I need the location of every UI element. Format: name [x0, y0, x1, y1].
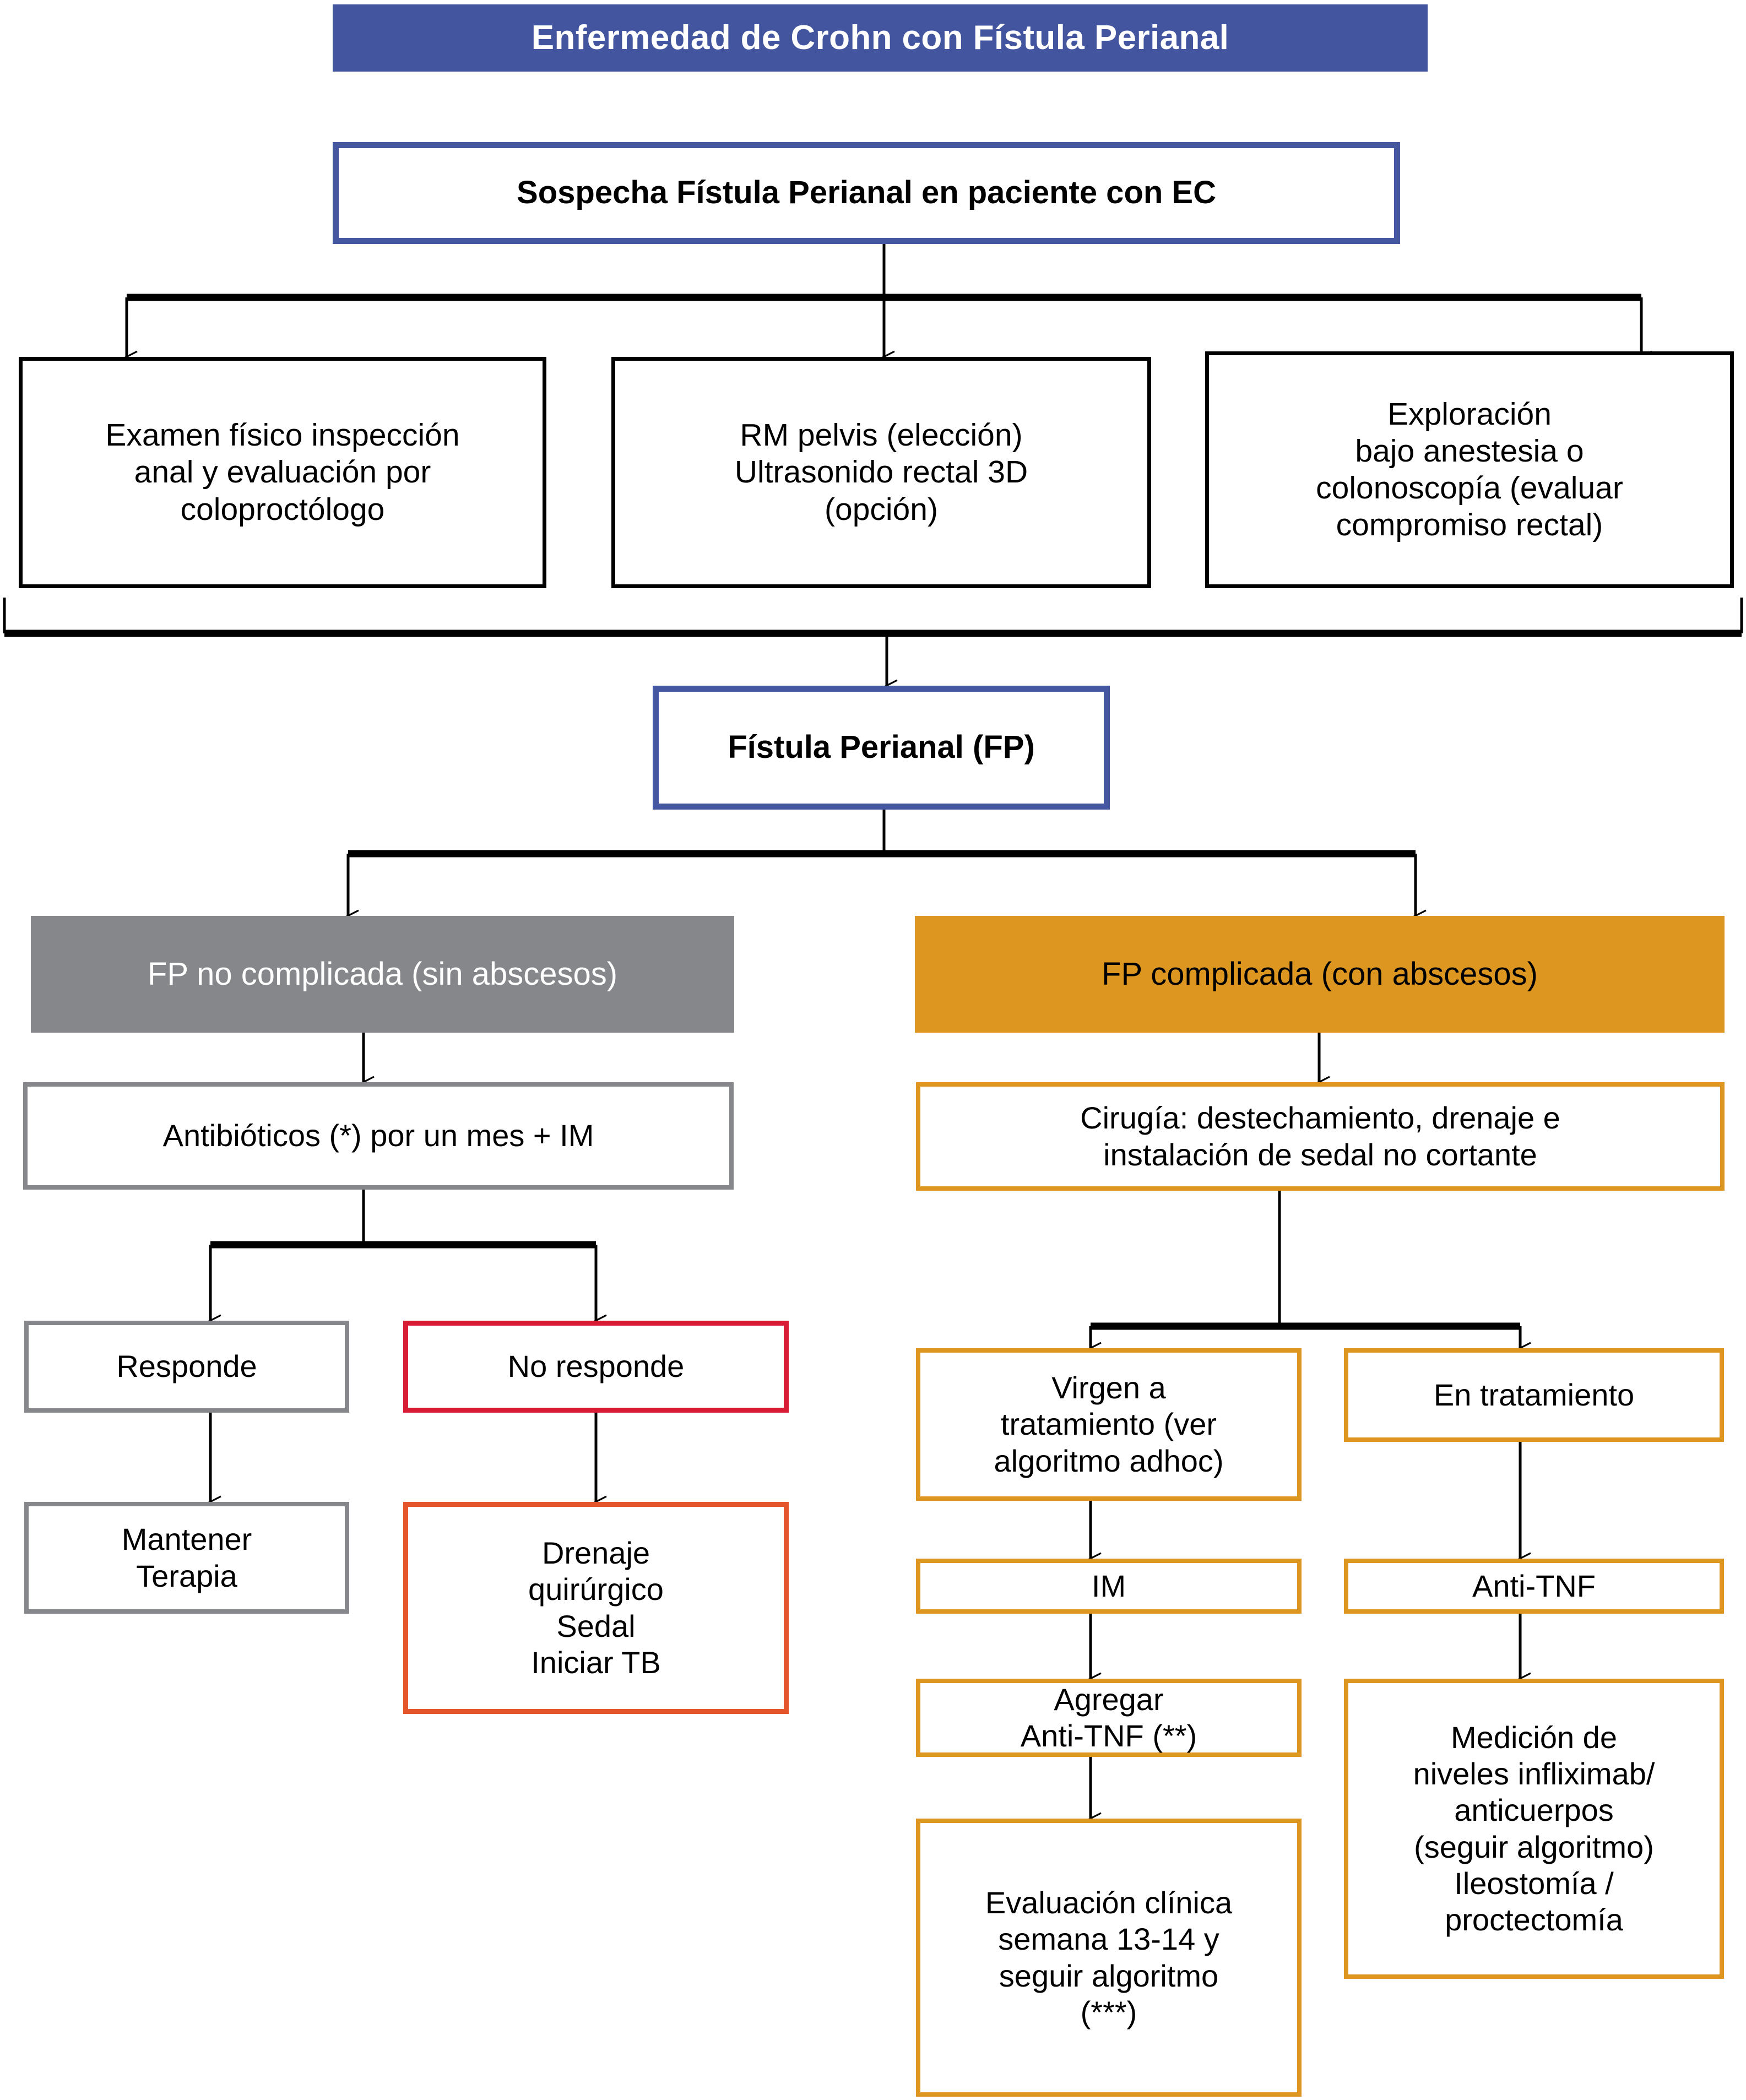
- node-physical-exam[interactable]: Examen físico inspección anal y evaluaci…: [19, 357, 546, 588]
- banner-uncomplicated-fp[interactable]: FP no complicada (sin abscesos): [31, 916, 734, 1033]
- node-levels-measurement[interactable]: Medición de niveles infliximab/ anticuer…: [1344, 1679, 1724, 1979]
- node-responds[interactable]: Responde: [24, 1321, 349, 1413]
- banner-complicated-fp[interactable]: FP complicada (con abscesos): [915, 916, 1725, 1033]
- node-on-treatment[interactable]: En tratamiento: [1344, 1348, 1724, 1442]
- node-treatment-naive[interactable]: Virgen a tratamiento (ver algoritmo adho…: [916, 1348, 1302, 1501]
- node-maintain-therapy[interactable]: Mantener Terapia: [24, 1502, 349, 1614]
- node-im[interactable]: IM: [916, 1559, 1302, 1614]
- node-no-responds[interactable]: No responde: [403, 1321, 789, 1413]
- node-exploration[interactable]: Exploración bajo anestesia o colonoscopí…: [1205, 351, 1734, 588]
- diagram-title: Enfermedad de Crohn con Fístula Perianal: [333, 4, 1428, 72]
- node-add-anti-tnf[interactable]: Agregar Anti-TNF (**): [916, 1679, 1302, 1757]
- node-surgery[interactable]: Cirugía: destechamiento, drenaje e insta…: [916, 1082, 1725, 1191]
- node-imaging[interactable]: RM pelvis (elección) Ultrasonido rectal …: [611, 357, 1151, 588]
- node-perianal-fistula[interactable]: Fístula Perianal (FP): [653, 686, 1110, 810]
- node-antibiotics[interactable]: Antibióticos (*) por un mes + IM: [23, 1082, 734, 1190]
- node-anti-tnf[interactable]: Anti-TNF: [1344, 1559, 1724, 1614]
- node-clinical-evaluation[interactable]: Evaluación clínica semana 13-14 y seguir…: [916, 1819, 1302, 2097]
- node-surgical-drainage[interactable]: Drenaje quirúrgico Sedal Iniciar TB: [403, 1502, 789, 1714]
- node-suspicion[interactable]: Sospecha Fístula Perianal en paciente co…: [333, 142, 1400, 244]
